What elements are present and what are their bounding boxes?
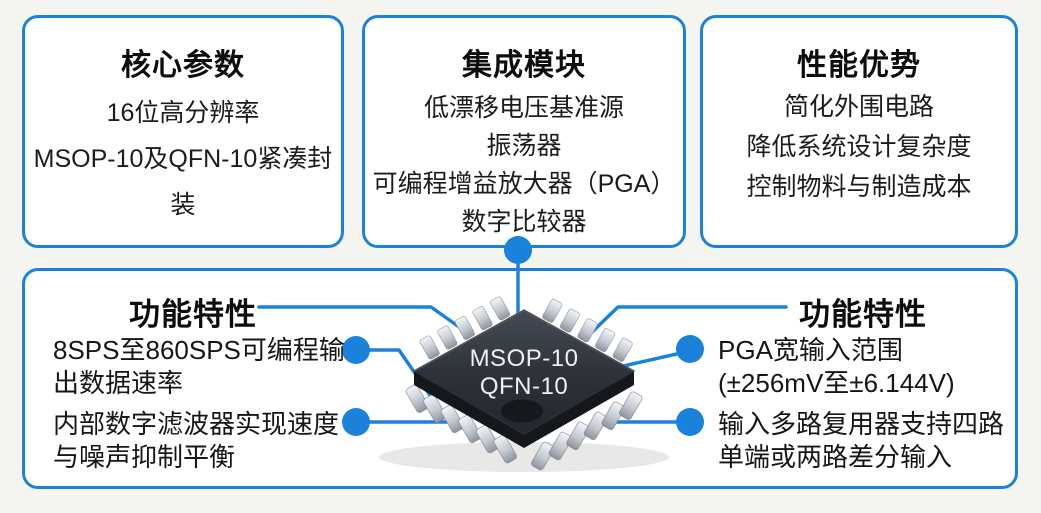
card-item-list: 低漂移电压基准源 振荡器 可编程增益放大器（PGA） 数字比较器: [365, 89, 683, 241]
callout-line: 内部数字滤波器实现速度: [53, 409, 340, 439]
callout-digital-filter: 内部数字滤波器实现速度 与噪声抑制平衡: [53, 408, 339, 474]
callout-input-mux: 输入多路复用器支持四路 单端或两路差分输入: [718, 408, 1004, 474]
card-integrated-modules: 集成模块 低漂移电压基准源 振荡器 可编程增益放大器（PGA） 数字比较器: [362, 15, 686, 248]
feature-title-left: 功能特性: [129, 297, 257, 332]
feature-title-right: 功能特性: [799, 297, 927, 332]
card-item: MSOP-10及QFN-10紧凑封装: [33, 145, 333, 219]
callout-line: 与噪声抑制平衡: [53, 442, 236, 472]
callout-line: 8SPS至860SPS可编程输: [53, 335, 345, 365]
callout-line: 出数据速率: [53, 368, 184, 398]
card-item: 简化外围电路: [783, 93, 934, 121]
callout-line: 单端或两路差分输入: [718, 442, 953, 472]
card-item: 降低系统设计复杂度: [746, 133, 972, 161]
card-item: 16位高分辨率: [106, 99, 260, 127]
card-item: 控制物料与制造成本: [746, 173, 972, 201]
callout-data-rate: 8SPS至860SPS可编程输 出数据速率: [53, 334, 345, 400]
card-item: 振荡器: [486, 132, 562, 160]
card-title: 性能优势: [797, 49, 921, 82]
callout-pga-range: PGA宽输入范围 (±256mV至±6.144V): [718, 334, 955, 400]
card-title: 集成模块: [462, 49, 586, 82]
card-performance-advantages: 性能优势 简化外围电路 降低系统设计复杂度 控制物料与制造成本: [700, 15, 1018, 248]
card-core-parameters: 核心参数 16位高分辨率 MSOP-10及QFN-10紧凑封装: [22, 15, 344, 248]
card-item: 低漂移电压基准源: [423, 94, 624, 122]
card-item-list: 16位高分辨率 MSOP-10及QFN-10紧凑封装: [25, 90, 341, 228]
card-item: 可编程增益放大器（PGA）: [372, 170, 676, 198]
callout-line: 输入多路复用器支持四路: [718, 409, 1005, 439]
card-title: 核心参数: [121, 49, 245, 82]
card-item-list: 简化外围电路 降低系统设计复杂度 控制物料与制造成本: [703, 87, 1015, 207]
callout-line: PGA宽输入范围: [718, 335, 903, 365]
card-item: 数字比较器: [461, 208, 587, 236]
callout-line: (±256mV至±6.144V): [718, 368, 955, 398]
